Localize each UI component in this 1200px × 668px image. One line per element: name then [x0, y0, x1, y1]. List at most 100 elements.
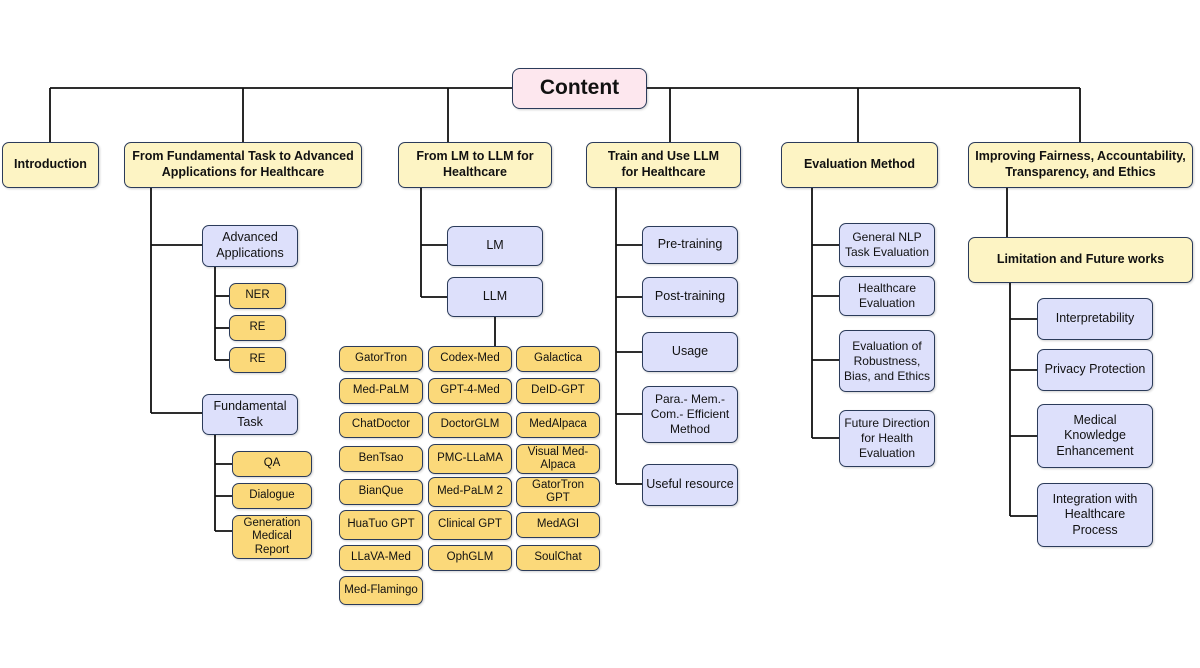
model-bianque: BianQue: [339, 479, 423, 505]
eval-item-healthcare: Healthcare Evaluation: [839, 276, 935, 316]
node-label: Interpretability: [1055, 311, 1135, 326]
leaf-label: GPT-4-Med: [440, 384, 500, 397]
node-label: Useful resource: [646, 477, 734, 492]
fundamental-item-generation-report: Generation Medical Report: [232, 515, 312, 559]
leaf-label: BenTsao: [358, 452, 404, 465]
model-gatortron: GatorTron: [339, 346, 423, 372]
node-label: LM: [486, 238, 504, 253]
model-med-flamingo: Med-Flamingo: [339, 576, 423, 605]
node-label: Para.- Mem.- Com.- Efficient Method: [650, 392, 730, 436]
model-med-palm-2: Med-PaLM 2: [428, 477, 512, 507]
category-label: Improving Fairness, Accountability, Tran…: [975, 149, 1186, 179]
fundamental-item-dialogue: Dialogue: [232, 483, 312, 509]
root-label: Content: [539, 76, 620, 100]
node-label: Fundamental Task: [213, 398, 287, 429]
train-item-usage: Usage: [642, 332, 738, 372]
lm-node: LM: [447, 226, 543, 266]
model-llava-med: LLaVA-Med: [339, 545, 423, 571]
model-soulchat: SoulChat: [516, 545, 600, 571]
eval-item-future-direction: Future Direction for Health Evaluation: [839, 410, 935, 467]
node-label: General NLP Task Evaluation: [844, 230, 930, 259]
node-label: Post-training: [654, 289, 726, 304]
model-doctorglm: DoctorGLM: [428, 412, 512, 438]
model-deid-gpt: DeID-GPT: [516, 378, 600, 404]
model-codex-med: Codex-Med: [428, 346, 512, 372]
node-label: Limitation and Future works: [996, 252, 1165, 267]
category-train-and-use: Train and Use LLM for Healthcare: [586, 142, 741, 188]
leaf-label: RE: [249, 321, 266, 334]
leaf-label: MedAGI: [536, 518, 580, 531]
category-lm-to-llm: From LM to LLM for Healthcare: [398, 142, 552, 188]
advanced-item-ner: NER: [229, 283, 286, 309]
category-label: Introduction: [14, 157, 87, 172]
leaf-label: OphGLM: [446, 551, 494, 564]
model-gpt-4-med: GPT-4-Med: [428, 378, 512, 404]
leaf-label: DoctorGLM: [440, 418, 500, 431]
leaf-label: Codex-Med: [440, 352, 500, 365]
train-item-useful-resource: Useful resource: [642, 464, 738, 506]
leaf-label: SoulChat: [534, 551, 582, 564]
node-label: Medical Knowledge Enhancement: [1056, 412, 1134, 458]
leaf-label: NER: [245, 289, 270, 302]
llm-node: LLM: [447, 277, 543, 317]
leaf-label: Generation Medical Report: [243, 517, 301, 556]
model-huatuo-gpt: HuaTuo GPT: [339, 510, 423, 540]
leaf-label: Med-PaLM 2: [437, 485, 503, 498]
leaf-label: HuaTuo GPT: [347, 518, 415, 531]
leaf-label: Galactica: [534, 352, 582, 365]
advanced-applications-node: Advanced Applications: [202, 225, 298, 267]
node-label: Evaluation of Robustness, Bias, and Ethi…: [843, 338, 931, 383]
model-ophglm: OphGLM: [428, 545, 512, 571]
fundamental-item-qa: QA: [232, 451, 312, 477]
fairness-item-privacy: Privacy Protection: [1037, 349, 1153, 391]
train-item-efficient-method: Para.- Mem.- Com.- Efficient Method: [642, 386, 738, 443]
category-fairness: Improving Fairness, Accountability, Tran…: [968, 142, 1193, 188]
model-visual-med-alpaca: Visual Med-Alpaca: [516, 444, 600, 474]
model-medalpaca: MedAlpaca: [516, 412, 600, 438]
leaf-label: DeID-GPT: [531, 384, 585, 397]
eval-item-general-nlp: General NLP Task Evaluation: [839, 223, 935, 267]
node-label: Pre-training: [657, 237, 723, 252]
advanced-item-re: RE: [229, 315, 286, 341]
leaf-label: ChatDoctor: [351, 418, 411, 431]
category-label: Train and Use LLM for Healthcare: [607, 149, 720, 179]
model-clinical-gpt: Clinical GPT: [428, 510, 512, 540]
model-chatdoctor: ChatDoctor: [339, 412, 423, 438]
category-label: From LM to LLM for Healthcare: [416, 149, 534, 179]
category-label: From Fundamental Task to Advanced Applic…: [132, 149, 354, 179]
leaf-label: LLaVA-Med: [351, 551, 411, 564]
leaf-label: PMC-LLaMA: [437, 452, 503, 465]
node-label: Privacy Protection: [1044, 362, 1146, 377]
leaf-label: GatorTron GPT: [532, 478, 584, 504]
eval-item-robustness: Evaluation of Robustness, Bias, and Ethi…: [839, 330, 935, 392]
category-introduction: Introduction: [2, 142, 99, 188]
node-label: Healthcare Evaluation: [857, 281, 917, 310]
category-label: Evaluation Method: [803, 157, 916, 172]
leaf-label: Visual Med-Alpaca: [527, 445, 589, 471]
model-gatortron-gpt: GatorTron GPT: [516, 477, 600, 507]
root-node: Content: [512, 68, 647, 109]
node-label: Future Direction for Health Evaluation: [844, 416, 930, 460]
limitation-future-works-node: Limitation and Future works: [968, 237, 1193, 283]
train-item-post-training: Post-training: [642, 277, 738, 317]
train-item-pre-training: Pre-training: [642, 226, 738, 264]
node-label: Usage: [671, 344, 709, 359]
leaf-label: Dialogue: [249, 489, 295, 502]
fairness-item-knowledge: Medical Knowledge Enhancement: [1037, 404, 1153, 468]
leaf-label: Clinical GPT: [438, 518, 502, 531]
category-evaluation-method: Evaluation Method: [781, 142, 938, 188]
leaf-label: BianQue: [358, 485, 404, 498]
model-medagi: MedAGI: [516, 512, 600, 538]
leaf-label: Med-PaLM: [352, 384, 410, 397]
fairness-item-interpretability: Interpretability: [1037, 298, 1153, 340]
node-label: Integration with Healthcare Process: [1052, 491, 1138, 537]
leaf-label: RE: [249, 353, 266, 366]
category-fundamental-to-advanced: From Fundamental Task to Advanced Applic…: [124, 142, 362, 188]
fundamental-task-node: Fundamental Task: [202, 394, 298, 435]
leaf-label: GatorTron: [355, 352, 407, 365]
node-label: LLM: [482, 289, 508, 304]
advanced-item-re-2: RE: [229, 347, 286, 373]
leaf-label: QA: [263, 457, 281, 470]
node-label: Advanced Applications: [216, 230, 284, 260]
